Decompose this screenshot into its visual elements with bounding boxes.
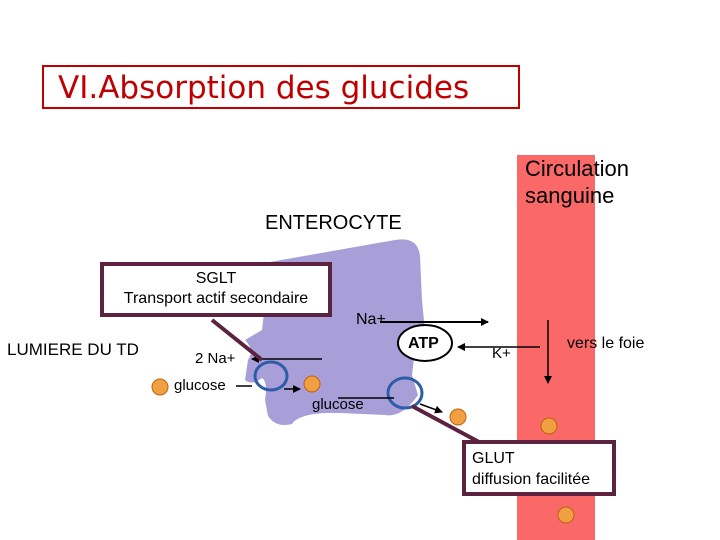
sglt-callout: SGLT Transport actif secondaire bbox=[100, 262, 332, 317]
vers-le-foie-label: vers le foie bbox=[567, 335, 645, 352]
sglt-pointer bbox=[210, 318, 264, 362]
page-title: VI.Absorption des glucides bbox=[58, 70, 470, 106]
glut-callout: GLUT diffusion facilitée bbox=[462, 440, 616, 496]
na-plus-label: Na+ bbox=[356, 311, 386, 328]
glucose-molecule-blood-2 bbox=[557, 506, 575, 524]
glucose-out-arrow bbox=[419, 403, 443, 414]
circulation-line-1: Circulation bbox=[525, 156, 629, 181]
glucose-cell-label: glucose bbox=[312, 396, 364, 413]
two-na-label: 2 Na+ bbox=[195, 350, 236, 367]
glucose-molecule-blood-1 bbox=[540, 417, 558, 435]
circulation-line-2: sanguine bbox=[525, 183, 615, 208]
glucose-lumen-label: glucose bbox=[174, 377, 226, 394]
glucose-molecule-lumen bbox=[151, 378, 169, 396]
glut-transporter bbox=[386, 376, 424, 410]
glut-title: GLUT bbox=[472, 450, 515, 467]
glucose-molecule-membrane bbox=[449, 408, 467, 426]
glucose-molecule-cell bbox=[303, 375, 321, 393]
enterocyte-label: ENTEROCYTE bbox=[265, 212, 402, 234]
atp-label: ATP bbox=[408, 335, 439, 352]
sglt-description: Transport actif secondaire bbox=[123, 290, 309, 307]
sglt-transporter bbox=[253, 360, 289, 392]
sglt-title: SGLT bbox=[195, 270, 237, 287]
circulation-label: Circulation sanguine bbox=[525, 155, 629, 209]
k-plus-label: K+ bbox=[492, 345, 511, 362]
lumiere-label: LUMIERE DU TD bbox=[7, 340, 139, 359]
title-box bbox=[42, 65, 520, 109]
atpase-pump bbox=[397, 324, 453, 362]
glut-description: diffusion facilitée bbox=[472, 471, 590, 488]
